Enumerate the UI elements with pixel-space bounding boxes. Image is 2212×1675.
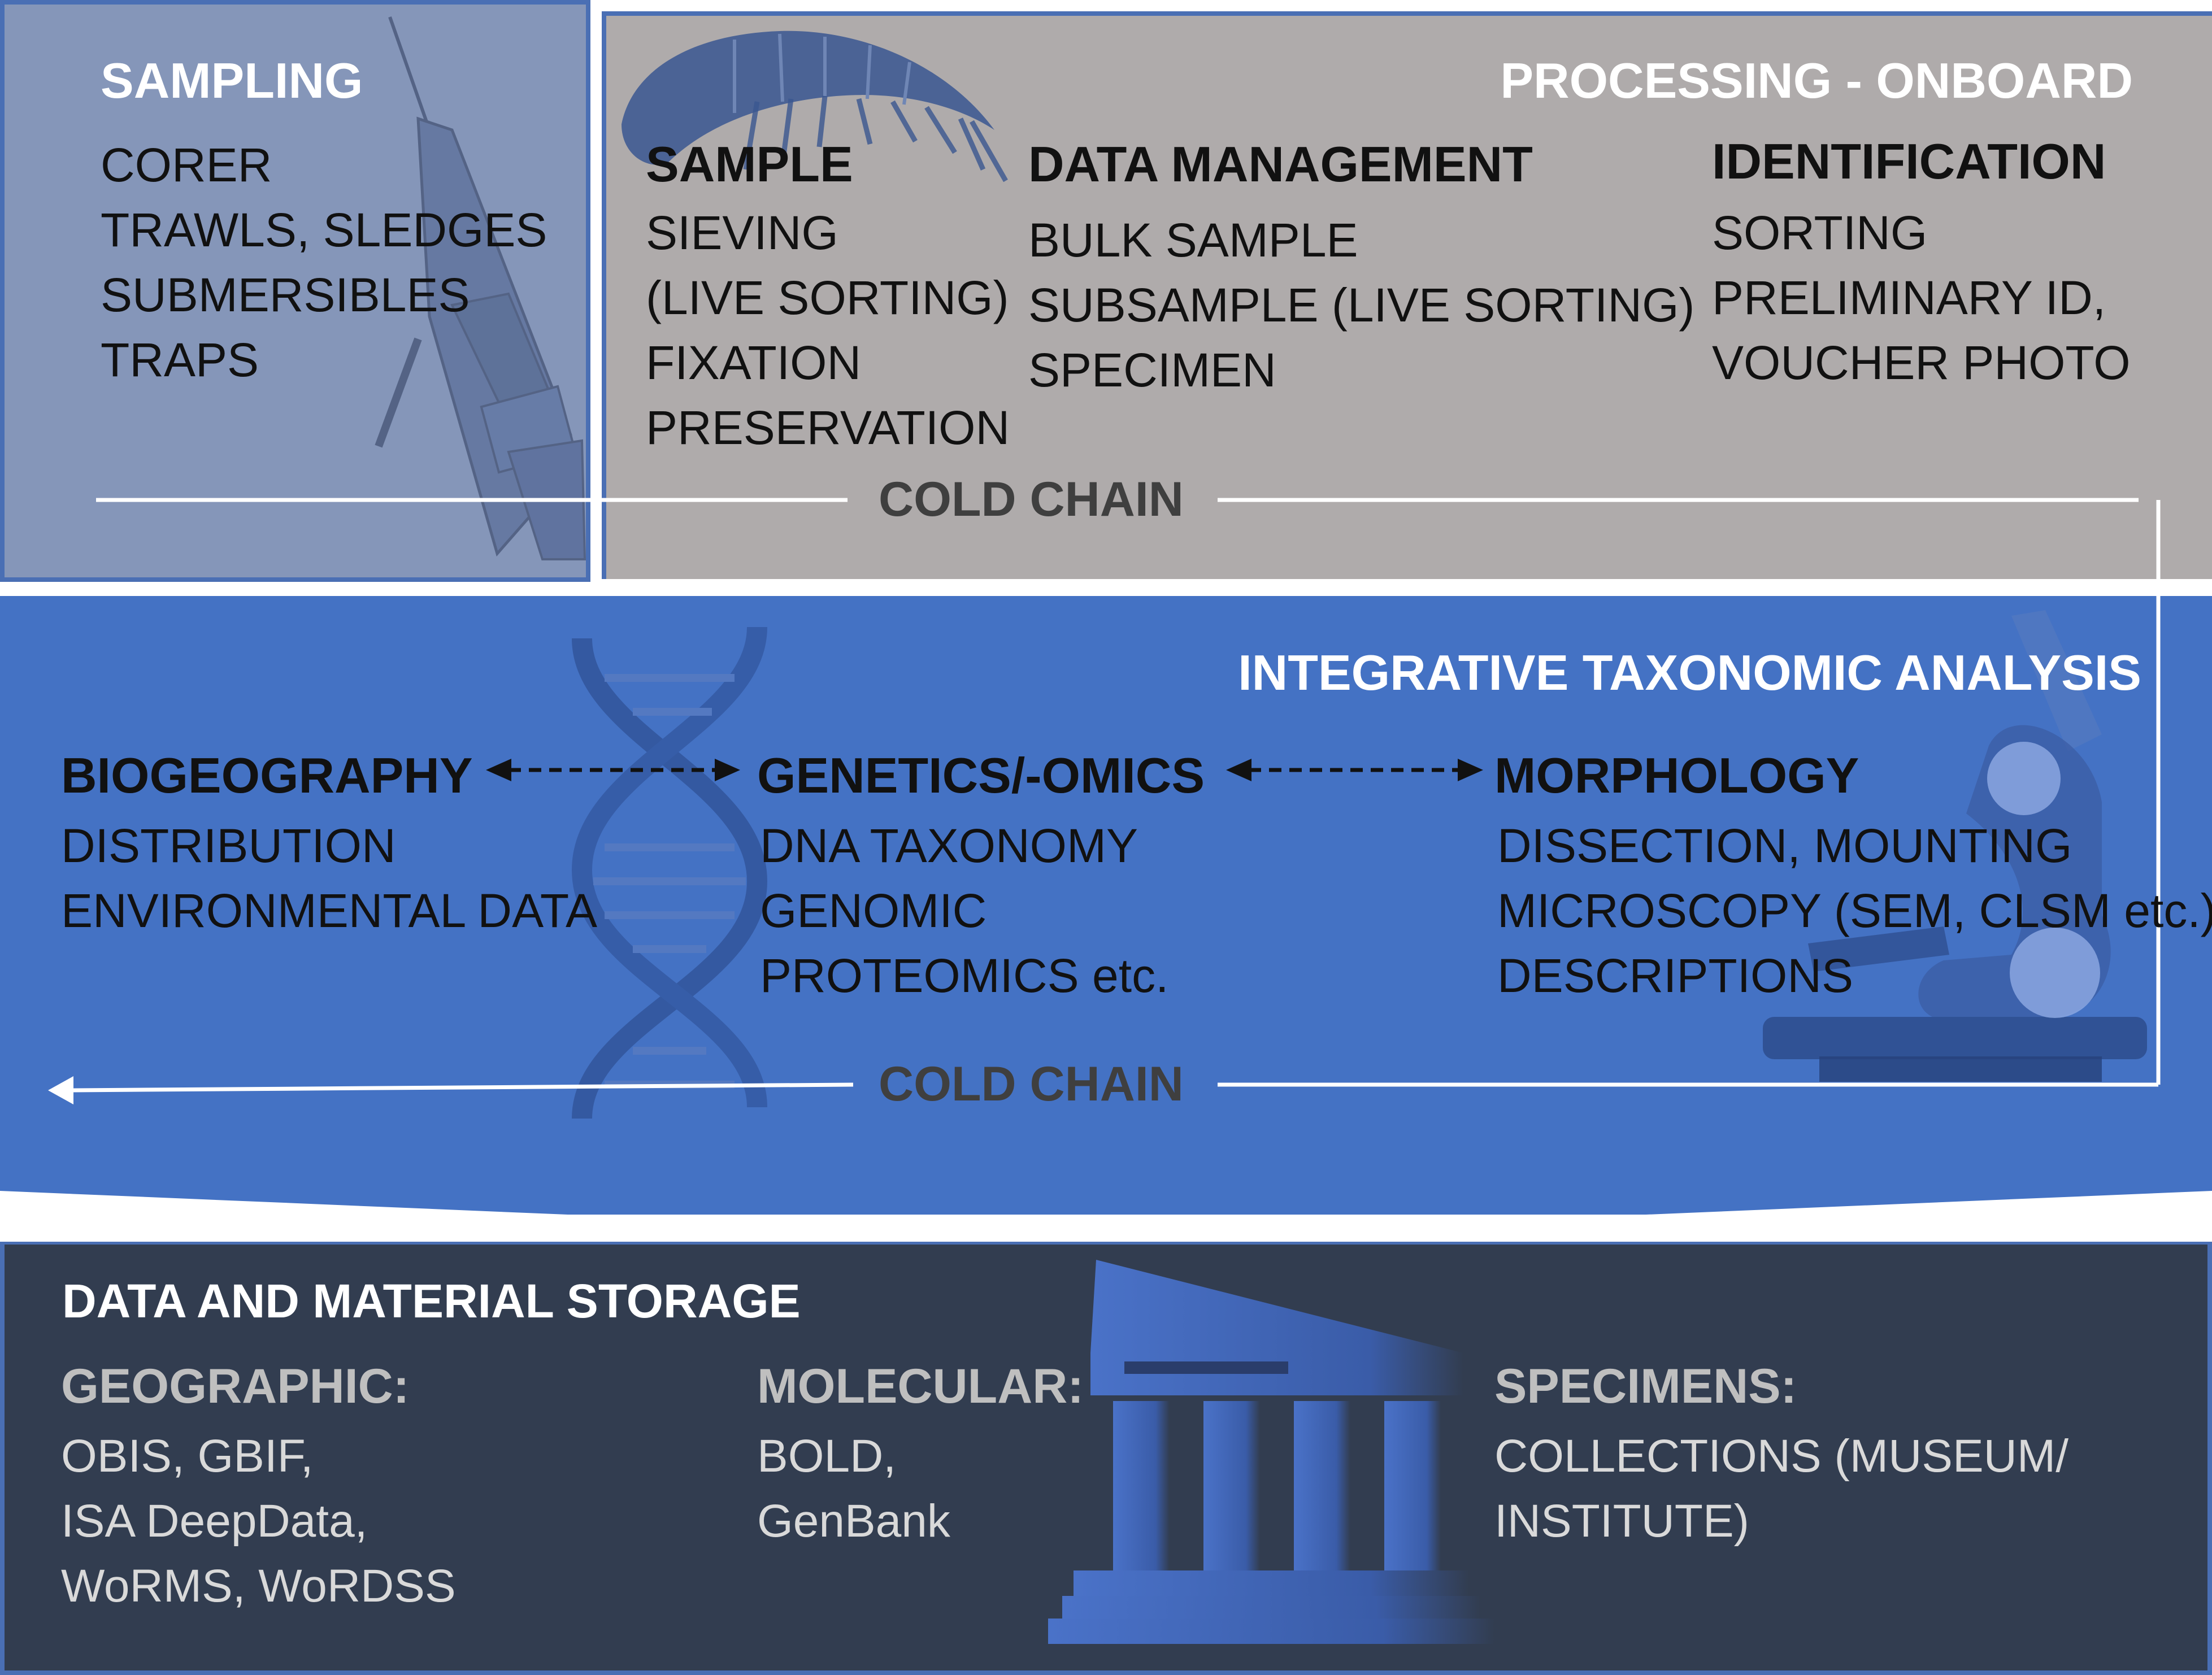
geographic-title: GEOGRAPHIC: [61, 1359, 410, 1413]
list-item: SIEVING [646, 206, 838, 259]
sample-title: SAMPLE [646, 136, 853, 192]
amphipod-icon [622, 31, 1008, 182]
storage-title: DATA AND MATERIAL STORAGE [62, 1274, 801, 1328]
list-item: VOUCHER PHOTO [1712, 336, 2131, 389]
cold-chain-label-top: COLD CHAIN [879, 472, 1184, 527]
list-item: SPECIMEN [1028, 343, 1276, 397]
arrow-biogeography-genetics [486, 759, 740, 781]
molecular-list: BOLD, GenBank [757, 1424, 950, 1554]
sampling-gear-icon [375, 16, 586, 560]
geographic-list: OBIS, GBIF, ISA DeepData, WoRMS, WoRDSS [61, 1424, 456, 1619]
museum-icon [1048, 1260, 1494, 1644]
list-item: WoRMS, WoRDSS [61, 1560, 456, 1612]
list-item: SUBSAMPLE (LIVE SORTING) [1028, 279, 1695, 332]
processing-title: PROCESSING - ONBOARD [1500, 53, 2133, 108]
cold-chain-line-bottom [67, 1082, 2158, 1093]
list-item: TRAWLS, SLEDGES [101, 203, 547, 256]
cold-chain-arrowhead [48, 1076, 73, 1104]
identification-list: SORTING PRELIMINARY ID, VOUCHER PHOTO [1712, 201, 2131, 395]
list-item: PRELIMINARY ID, [1712, 271, 2106, 324]
sample-list: SIEVING (LIVE SORTING) FIXATION PRESERVA… [646, 201, 1010, 460]
specimens-list: COLLECTIONS (MUSEUM/ INSTITUTE) [1494, 1424, 2068, 1554]
morphology-title: MORPHOLOGY [1494, 747, 1859, 803]
list-item: PROTEOMICS etc. [760, 949, 1169, 1002]
list-item: (LIVE SORTING) [646, 271, 1009, 324]
list-item: SORTING [1712, 206, 1928, 259]
data-management-list: BULK SAMPLE SUBSAMPLE (LIVE SORTING) SPE… [1028, 208, 1694, 403]
genetics-list: DNA TAXONOMY GENOMIC PROTEOMICS etc. [760, 813, 1168, 1008]
dna-icon [571, 627, 768, 1119]
analysis-panel [0, 596, 2212, 1215]
cold-chain-line-top [96, 498, 2161, 1085]
list-item: ISA DeepData, [61, 1495, 368, 1547]
list-item: DISTRIBUTION [61, 819, 396, 872]
processing-panel [602, 11, 2212, 579]
list-item: GenBank [757, 1495, 950, 1547]
arrow-genetics-morphology [1226, 759, 1483, 781]
list-item: TRAPS [101, 333, 259, 386]
identification-title: IDENTIFICATION [1712, 133, 2106, 189]
list-item: DNA TAXONOMY [760, 819, 1138, 872]
list-item: CORER [101, 138, 272, 192]
specimens-title: SPECIMENS: [1494, 1359, 1797, 1413]
list-item: GENOMIC [760, 884, 987, 937]
molecular-title: MOLECULAR: [757, 1359, 1084, 1413]
list-item: MICROSCOPY (SEM, CLSM etc.) [1497, 884, 2212, 937]
biogeography-title: BIOGEOGRAPHY [61, 747, 473, 803]
list-item: SUBMERSIBLES [101, 268, 470, 321]
list-item: ENVIRONMENTAL DATA [61, 884, 597, 937]
sampling-list: CORER TRAWLS, SLEDGES SUBMERSIBLES TRAPS [101, 133, 547, 393]
biogeography-list: DISTRIBUTION ENVIRONMENTAL DATA [61, 813, 597, 943]
list-item: DESCRIPTIONS [1497, 949, 1854, 1002]
sampling-title: SAMPLING [101, 53, 363, 108]
morphology-list: DISSECTION, MOUNTING MICROSCOPY (SEM, CL… [1497, 813, 2212, 1008]
list-item: BOLD, [757, 1430, 897, 1482]
list-item: OBIS, GBIF, [61, 1430, 314, 1482]
list-item: DISSECTION, MOUNTING [1497, 819, 2072, 872]
list-item: INSTITUTE) [1494, 1495, 1749, 1547]
data-management-title: DATA MANAGEMENT [1028, 136, 1533, 192]
list-item: BULK SAMPLE [1028, 214, 1358, 267]
list-item: COLLECTIONS (MUSEUM/ [1494, 1430, 2068, 1482]
flow-chevron [0, 1191, 2212, 1242]
cold-chain-label-bottom: COLD CHAIN [879, 1057, 1184, 1111]
analysis-title: INTEGRATIVE TAXONOMIC ANALYSIS [1238, 645, 2141, 701]
list-item: PRESERVATION [646, 401, 1010, 454]
list-item: FIXATION [646, 336, 862, 389]
genetics-title: GENETICS/-OMICS [757, 747, 1205, 803]
microscope-icon [1763, 610, 2147, 1082]
